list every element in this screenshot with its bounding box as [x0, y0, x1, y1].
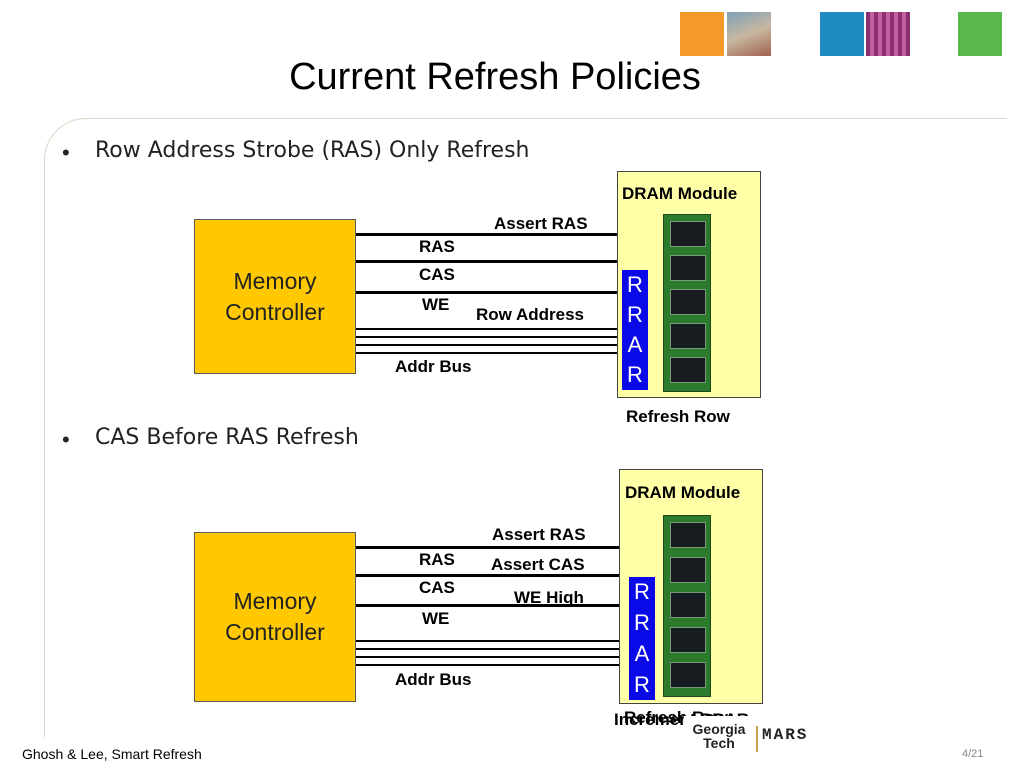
- signal-line-cas: [356, 574, 620, 577]
- dram-module-title: DRAM Module: [625, 483, 741, 502]
- signal-line-ras: [356, 546, 620, 549]
- addr-bus-line: [356, 328, 620, 330]
- controller-label-line1: Memory: [233, 267, 317, 294]
- rrar-letter: A: [627, 332, 643, 357]
- footer-citation: Ghosh & Lee, Smart Refresh: [22, 746, 202, 762]
- logo-text-georgia: Georgia: [692, 721, 746, 737]
- addr-bus-line: [356, 664, 620, 666]
- dram-module-title: DRAM Module: [622, 184, 738, 203]
- addr-bus-line: [356, 336, 620, 338]
- annotation-assert-ras: Assert RAS: [494, 214, 588, 233]
- signal-label-cas: CAS: [419, 578, 455, 597]
- signal-line-cas: [356, 260, 620, 263]
- signal-line-ras: [356, 233, 620, 236]
- signal-line-we: [356, 604, 620, 607]
- rrar-letter: A: [634, 640, 650, 666]
- memory-chip: [670, 557, 706, 583]
- dimm-memory-stick: [663, 214, 711, 392]
- controller-label-line2: Controller: [225, 619, 325, 645]
- controller-label-line1: Memory: [233, 588, 317, 614]
- rrar-letter: R: [634, 579, 650, 605]
- content-panel: [44, 118, 1007, 737]
- page-number: 4/21: [962, 748, 984, 760]
- signal-label-cas: CAS: [419, 265, 455, 284]
- signal-label-ras: RAS: [419, 237, 455, 256]
- addr-bus-line: [356, 656, 620, 658]
- rrar-register: R R A R: [622, 270, 648, 390]
- signal-line-we: [356, 291, 620, 294]
- footer-logo-area: [684, 716, 889, 760]
- georgia-tech-logo: Georgia Tech: [688, 722, 750, 750]
- header-photo-chip: [866, 12, 910, 56]
- addr-bus-line: [356, 352, 620, 354]
- addr-bus-line: [356, 640, 620, 642]
- memory-controller-box: Memory Controller: [194, 532, 356, 702]
- memory-chip: [670, 255, 706, 281]
- rrar-letter: R: [627, 362, 643, 387]
- signal-label-ras: RAS: [419, 550, 455, 569]
- dimm-memory-stick: [663, 515, 711, 697]
- addr-bus-line: [356, 648, 620, 650]
- memory-chip: [670, 662, 706, 688]
- logo-divider: [756, 726, 758, 752]
- caption-refresh-row: Refresh Row: [626, 407, 730, 426]
- slide-title: Current Refresh Policies: [289, 56, 701, 98]
- header-square-green: [958, 12, 1002, 56]
- annotation-we-high: WE High: [514, 588, 584, 607]
- annotation-assert-ras: Assert RAS: [492, 525, 586, 544]
- mars-lab-logo: MARS: [762, 726, 809, 744]
- header-photo-campus: [727, 12, 771, 56]
- signal-label-we: WE: [422, 609, 450, 628]
- bullet-cas-before-ras: CAS Before RAS Refresh: [95, 425, 359, 450]
- bullet-ras-only: Row Address Strobe (RAS) Only Refresh: [95, 138, 530, 163]
- memory-chip: [670, 221, 706, 247]
- memory-chip: [670, 323, 706, 349]
- annotation-assert-cas: Assert CAS: [491, 555, 585, 574]
- header-square-blue: [820, 12, 864, 56]
- rrar-letter: R: [634, 610, 650, 636]
- logo-text-tech: Tech: [703, 735, 735, 751]
- memory-chip: [670, 627, 706, 653]
- signal-label-we: WE: [422, 295, 450, 314]
- bullet-dot: •: [62, 427, 70, 452]
- memory-controller-box: Memory Controller: [194, 219, 356, 374]
- bullet-dot: •: [62, 140, 70, 165]
- annotation-row-address: Row Address: [476, 305, 585, 324]
- addr-bus-label: Addr Bus: [395, 357, 472, 376]
- rrar-letter: R: [627, 302, 643, 327]
- memory-chip: [670, 522, 706, 548]
- rrar-letter: R: [627, 272, 643, 297]
- memory-chip: [670, 357, 706, 383]
- rrar-letter: R: [634, 671, 650, 697]
- header-square-orange: [680, 12, 724, 56]
- rrar-register: R R A R: [629, 577, 655, 700]
- memory-chip: [670, 289, 706, 315]
- controller-label-line2: Controller: [225, 298, 325, 325]
- memory-chip: [670, 592, 706, 618]
- addr-bus-label: Addr Bus: [395, 670, 472, 689]
- addr-bus-line: [356, 344, 620, 346]
